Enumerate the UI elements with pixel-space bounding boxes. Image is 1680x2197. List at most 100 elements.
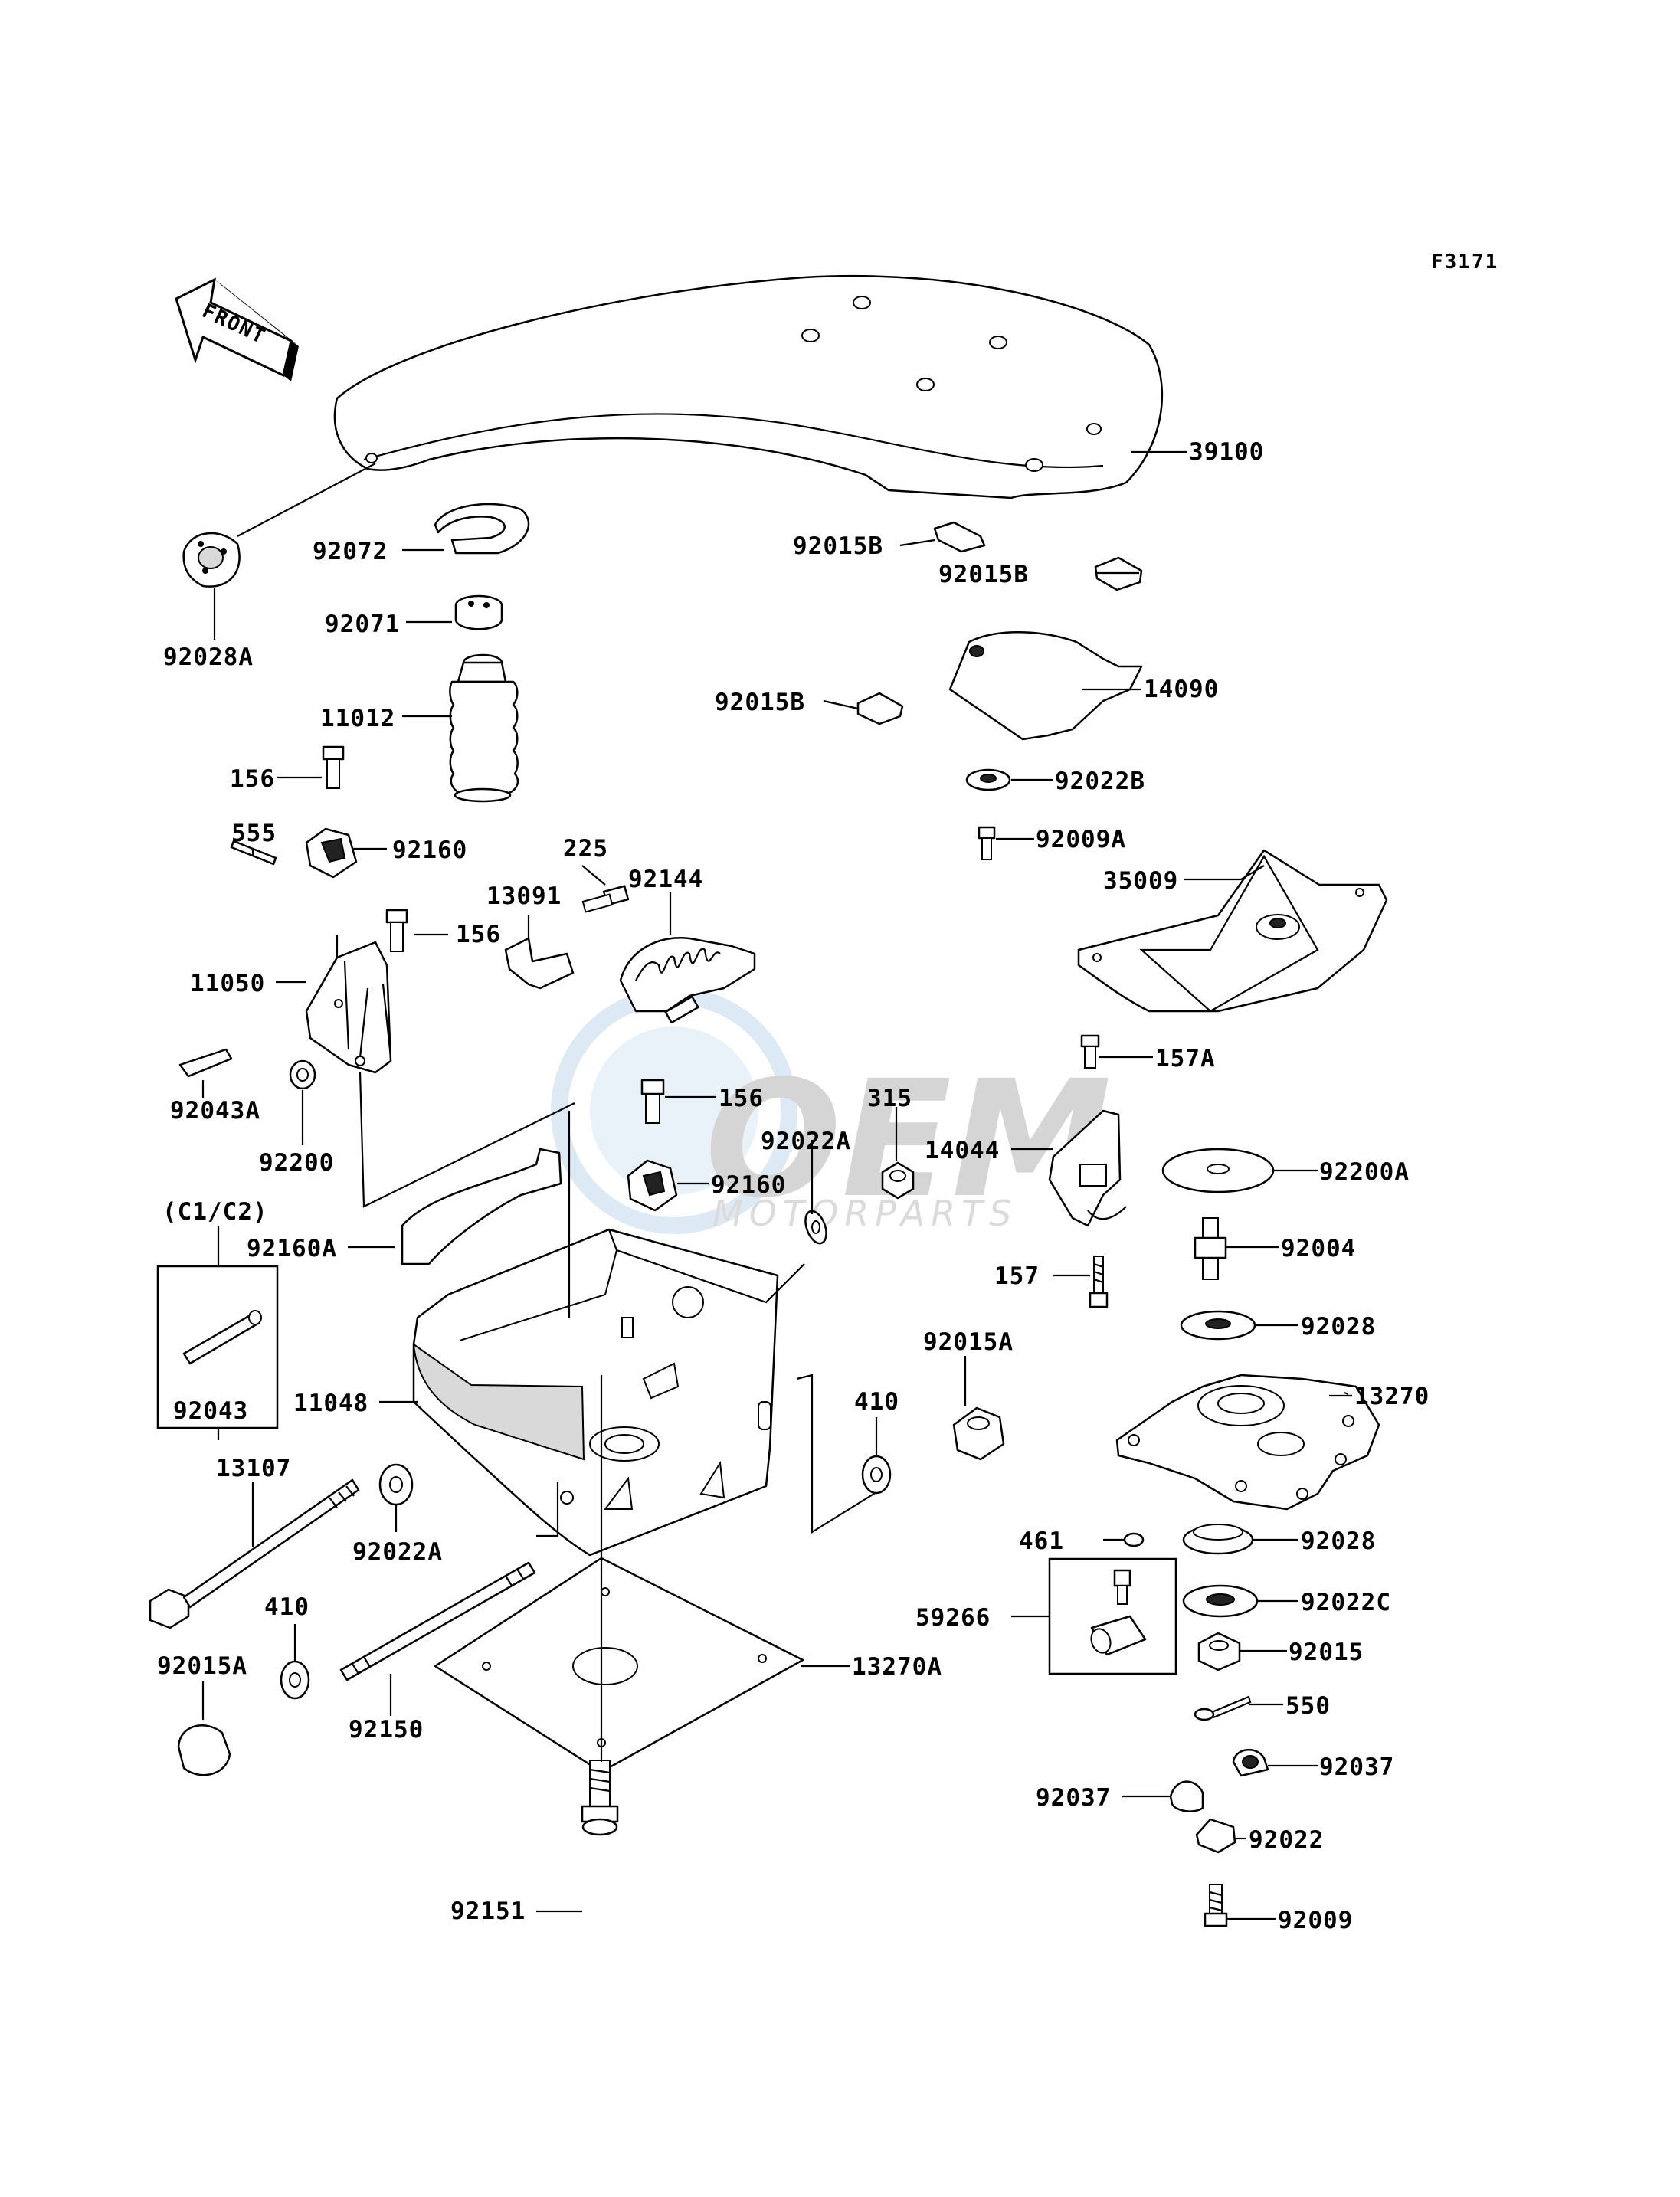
callout-92200: 92200	[259, 1149, 334, 1177]
callout-13107: 13107	[216, 1455, 291, 1482]
part-92022a-washer-top	[804, 1210, 827, 1245]
callout-92028-b: 92028	[1301, 1527, 1376, 1555]
part-92015a-nut-right	[952, 1406, 1005, 1461]
callout-92144: 92144	[628, 866, 703, 893]
watermark-tagline: MOTORPARTS	[712, 1193, 1017, 1234]
callout-92004: 92004	[1281, 1235, 1356, 1262]
callout-14090: 14090	[1144, 676, 1219, 703]
callout-92160a: 92160A	[247, 1235, 337, 1262]
part-39100-cover	[333, 274, 1164, 499]
part-92151-bolt	[581, 1760, 619, 1836]
callout-11050: 11050	[190, 970, 265, 997]
callout-156-c: 156	[719, 1085, 764, 1112]
callout-59266: 59266	[915, 1604, 991, 1632]
callout-92028a: 92028A	[163, 643, 254, 671]
callout-156-a: 156	[230, 765, 275, 793]
part-59266-connector	[1090, 1569, 1147, 1656]
part-92015-nut	[1197, 1632, 1241, 1671]
part-92028a-grommet	[182, 532, 241, 588]
part-92004-stud	[1194, 1217, 1227, 1280]
callout-92022a-b: 92022A	[352, 1538, 443, 1566]
part-92022b-washer	[965, 768, 1011, 791]
callout-157a: 157A	[1155, 1045, 1216, 1072]
part-225-bolt	[581, 885, 630, 913]
callout-461: 461	[1019, 1527, 1064, 1555]
callout-315: 315	[867, 1085, 912, 1112]
part-92015b-clip-3	[856, 692, 904, 725]
callout-11012: 11012	[320, 705, 395, 732]
part-410-washer-left	[280, 1660, 310, 1700]
part-92150-stud	[339, 1561, 536, 1681]
part-11050-bracket	[305, 941, 392, 1074]
callout-92072: 92072	[313, 538, 388, 565]
part-550-cotter-pin	[1194, 1695, 1252, 1721]
watermark-logo: OEM MOTORPARTS	[551, 987, 1112, 1234]
part-92043-pin	[182, 1310, 262, 1365]
part-157a-screw	[1080, 1034, 1100, 1069]
callout-92015a-b: 92015A	[923, 1328, 1014, 1356]
callout-92015b-c: 92015B	[715, 689, 805, 716]
callout-92043: 92043	[173, 1397, 248, 1425]
figure-code: F3171	[1431, 250, 1498, 273]
part-92072-strap	[434, 503, 530, 555]
callout-92009a: 92009A	[1036, 826, 1126, 853]
part-156-bolt-low	[640, 1079, 665, 1124]
callout-92200a: 92200A	[1319, 1158, 1410, 1186]
part-92022-clip	[1195, 1818, 1236, 1854]
part-14044-bracket	[1048, 1109, 1127, 1227]
callout-14044: 14044	[925, 1137, 1000, 1164]
callout-92028-a: 92028	[1301, 1313, 1376, 1341]
part-92009-screw	[1204, 1884, 1228, 1927]
callout-410-a: 410	[264, 1593, 309, 1621]
part-410-washer-right	[861, 1455, 892, 1495]
part-157-screw	[1089, 1256, 1109, 1308]
callout-92015: 92015	[1289, 1639, 1364, 1666]
part-35009-bracket	[1077, 849, 1388, 1013]
callout-92037-b: 92037	[1036, 1784, 1111, 1812]
part-13270-plate	[1115, 1374, 1380, 1511]
part-59266-box	[1048, 1557, 1177, 1675]
callout-92160-b: 92160	[711, 1171, 786, 1199]
callout-35009: 35009	[1103, 867, 1178, 895]
callout-92022b: 92022B	[1055, 768, 1145, 795]
callout-92150: 92150	[349, 1716, 424, 1744]
front-arrow-icon: FRONT	[175, 277, 299, 381]
callout-92015b-b: 92015B	[938, 561, 1029, 588]
callout-92022c: 92022C	[1301, 1589, 1391, 1616]
callout-13091: 13091	[486, 882, 562, 910]
part-156-bolt-top	[322, 745, 345, 789]
part-92022a-washer-low	[378, 1463, 414, 1506]
part-92160-mount-top	[305, 827, 358, 879]
part-461-ring	[1123, 1532, 1145, 1547]
part-92160a-pad	[401, 1148, 562, 1265]
part-92071-cap	[454, 594, 503, 630]
callout-550: 550	[1285, 1692, 1331, 1720]
part-11048-battery-case	[412, 1228, 805, 1557]
callout-92009: 92009	[1278, 1907, 1353, 1934]
callout-92160-a: 92160	[392, 837, 467, 864]
part-92028-washer-low	[1182, 1524, 1254, 1555]
callout-92043a: 92043A	[170, 1097, 260, 1125]
part-92009a-screw	[978, 826, 996, 860]
part-92015a-nut-left	[177, 1724, 231, 1776]
callout-13270: 13270	[1354, 1383, 1429, 1410]
callout-92037-a: 92037	[1319, 1753, 1394, 1781]
callout-92022a-a: 92022A	[761, 1128, 851, 1155]
callout-c1-c2: (C1/C2)	[162, 1198, 268, 1226]
callout-157: 157	[994, 1262, 1040, 1290]
callout-92071: 92071	[325, 611, 400, 638]
part-14090-cover	[948, 631, 1143, 741]
part-11012-bellows	[449, 653, 519, 803]
callout-92015a-a: 92015A	[157, 1652, 247, 1680]
part-92144-spring	[619, 937, 756, 1024]
part-315-nut	[881, 1161, 915, 1200]
leader-lines	[201, 450, 1352, 1920]
callout-156-b: 156	[456, 921, 501, 948]
part-156-bolt-mid	[385, 909, 408, 952]
part-92028-washer-top	[1180, 1310, 1256, 1341]
callout-92015b-a: 92015B	[793, 532, 883, 560]
callout-13270a: 13270A	[852, 1653, 942, 1681]
part-92200-washer	[289, 1059, 316, 1090]
callout-555: 555	[231, 820, 277, 847]
part-92022c-washer	[1182, 1584, 1259, 1618]
